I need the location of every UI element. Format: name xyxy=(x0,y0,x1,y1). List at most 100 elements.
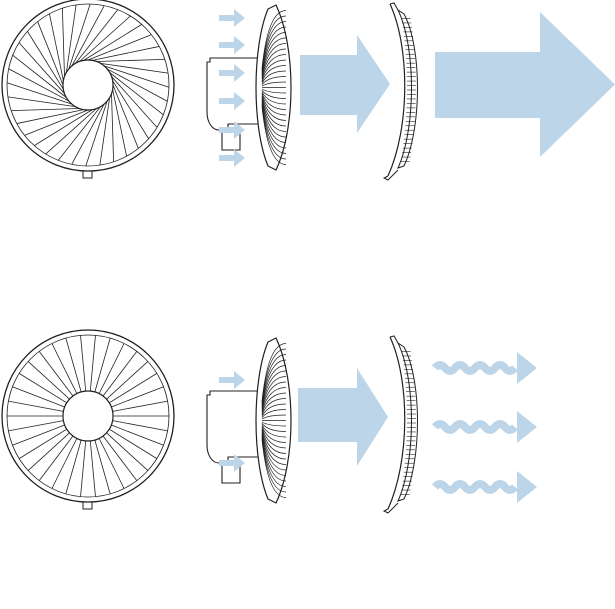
blade-rib xyxy=(261,428,287,454)
fan-blade-line xyxy=(27,31,64,90)
fan-inner-ring xyxy=(6,3,170,167)
fan-blade-line xyxy=(111,386,164,408)
fan-blade-line xyxy=(51,438,78,489)
wavy-airflow-body xyxy=(431,420,519,434)
fan-blade-line xyxy=(57,106,101,161)
fan-blade-line xyxy=(106,361,149,400)
blade-rib xyxy=(261,43,287,77)
intake-arrow-icon xyxy=(219,121,245,139)
blade-rib xyxy=(261,97,287,127)
blade-rib xyxy=(261,94,287,116)
front-view-fan-radial xyxy=(1,329,175,510)
blade-rib xyxy=(261,432,287,471)
blade-rib xyxy=(261,48,287,78)
fan-blade-line xyxy=(109,72,164,116)
fan-blade-line xyxy=(111,76,158,128)
blade-rib xyxy=(261,431,287,465)
fan-blade-line xyxy=(34,109,93,146)
blade-rib xyxy=(261,392,287,414)
blade-rib xyxy=(261,81,287,87)
fan-blade-line xyxy=(94,337,111,393)
fan-blade-line xyxy=(100,62,169,74)
fan-blade-line xyxy=(12,424,65,446)
fan-blade-line xyxy=(83,24,142,61)
fan-blade-line xyxy=(99,97,111,166)
blade-rib xyxy=(261,90,287,99)
fan-blade-line xyxy=(106,68,168,102)
blade-rib xyxy=(261,403,287,417)
wavy-airflow-2 xyxy=(431,411,537,443)
blade-rib xyxy=(261,70,287,84)
fan-blade-line xyxy=(80,440,87,497)
grille-clip xyxy=(389,335,399,344)
grille-clip xyxy=(382,502,399,514)
blade-rib xyxy=(261,92,287,110)
fan-blade-line xyxy=(27,361,70,400)
blade-rib xyxy=(261,387,287,413)
blade-rib xyxy=(261,427,287,449)
fan-blade-line xyxy=(8,68,70,102)
fan-blade-line xyxy=(65,4,77,73)
blade-rib xyxy=(261,430,287,460)
fan-blade-line xyxy=(98,343,125,394)
fan-blade-line xyxy=(112,89,127,157)
blade-rib xyxy=(261,59,287,81)
blade-rib xyxy=(261,102,287,149)
blade-rib xyxy=(261,99,287,138)
wavy-airflow-body xyxy=(431,480,519,494)
side-view-fan-bottom xyxy=(206,335,418,514)
fan-blade-line xyxy=(87,34,152,61)
fan-blade-line xyxy=(7,96,76,108)
blade-rib xyxy=(261,98,287,132)
intake-arrow-icon xyxy=(219,149,245,167)
blade-rib xyxy=(261,409,287,418)
fan-blade-line xyxy=(111,424,164,446)
airflow-arrow-output-strong xyxy=(435,12,615,157)
blade-rib xyxy=(261,37,287,76)
fan-blade-line xyxy=(71,5,105,67)
blade-rib xyxy=(261,381,287,411)
fan-blade-line xyxy=(65,337,82,393)
blade-rib xyxy=(261,88,287,94)
fan-blade-line xyxy=(102,351,138,397)
blade-rib xyxy=(261,95,287,121)
blade-rib xyxy=(261,76,287,85)
wavy-airflow-3 xyxy=(431,471,537,503)
fan-blade-line xyxy=(109,373,158,404)
grille-side xyxy=(396,341,418,502)
wavy-airflow-body xyxy=(431,361,519,375)
fan-blade-line xyxy=(11,108,80,112)
fan-blade-line xyxy=(12,54,67,98)
wavy-airflow-1 xyxy=(431,352,537,384)
fan-blade-line xyxy=(18,428,67,459)
fan-blade-line xyxy=(79,15,131,62)
fan-blade-line xyxy=(89,440,96,497)
grille-rim xyxy=(387,336,406,510)
airflow-arrow-middle-top xyxy=(300,35,390,133)
blade-rib xyxy=(261,425,287,443)
blade-rib xyxy=(261,424,287,438)
blade-rib xyxy=(261,101,287,143)
blade-rib xyxy=(261,106,287,165)
wavy-airflow-head-icon xyxy=(517,352,537,384)
blade-rib xyxy=(261,65,287,83)
fan-blade-line xyxy=(109,428,158,459)
fan-blade-line xyxy=(38,435,74,481)
intake-arrow-icon xyxy=(219,64,245,82)
fan-hub xyxy=(62,59,114,111)
blade-rib xyxy=(261,423,287,432)
fan-blade-line xyxy=(45,108,97,155)
blade-rib xyxy=(261,365,287,407)
blade-rib xyxy=(261,439,287,498)
intake-arrow-icon xyxy=(219,9,245,27)
fan-blade-line xyxy=(51,343,78,394)
fan-blade-line xyxy=(68,3,91,70)
blade-rib xyxy=(261,398,287,416)
blade-rib xyxy=(261,370,287,409)
fan-blade-line xyxy=(8,420,64,432)
blade-rib xyxy=(261,421,287,427)
fan-blade-line xyxy=(75,9,119,64)
side-view-fan-top xyxy=(206,2,418,181)
wavy-airflow-head-icon xyxy=(517,411,537,443)
